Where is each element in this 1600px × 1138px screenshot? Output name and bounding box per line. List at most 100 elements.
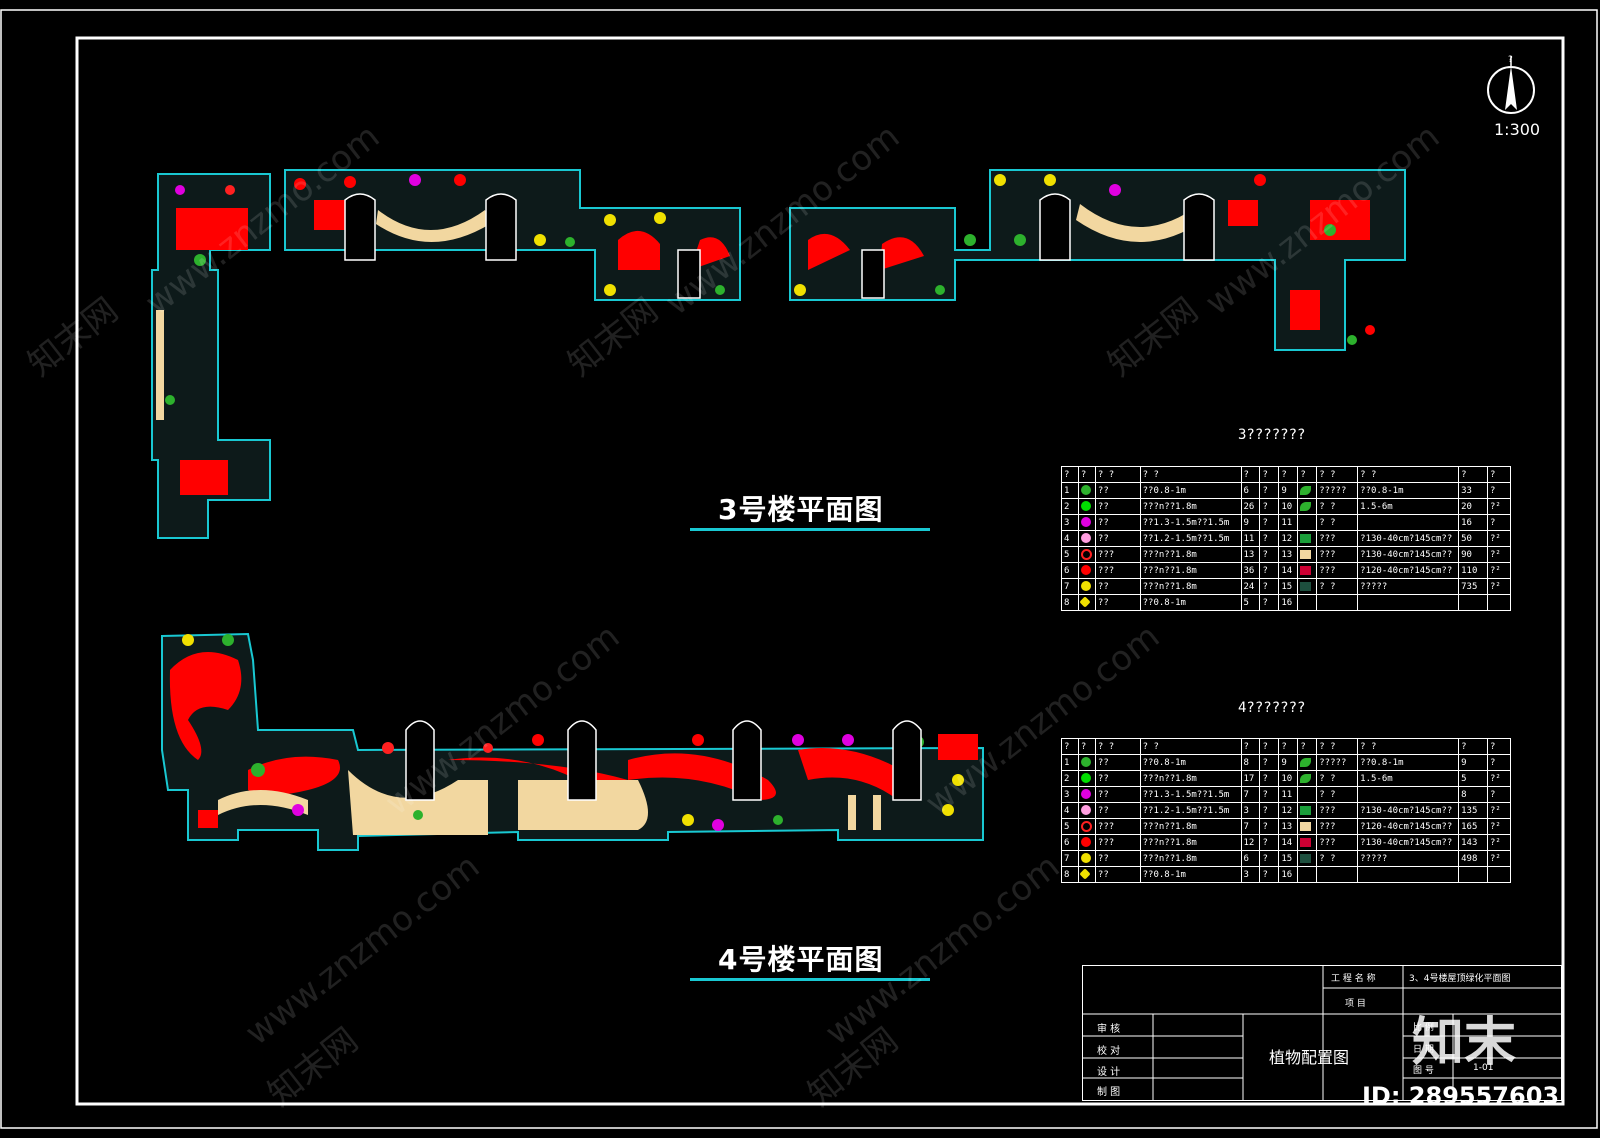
table-cell: ?: [1259, 530, 1280, 547]
table-cell: 9: [1278, 754, 1299, 771]
table-cell: [1487, 866, 1511, 883]
table-cell: 12: [1278, 802, 1299, 819]
table-cell: 143: [1458, 834, 1489, 851]
project-name-value: 3、4号楼屋顶绿化平面图: [1409, 974, 1511, 984]
table-cell: 6: [1240, 850, 1261, 867]
table-cell: ???: [1094, 818, 1141, 835]
table-cell: 9: [1278, 482, 1299, 499]
table-cell: 1.5-6m: [1357, 770, 1460, 787]
table-cell: [1077, 498, 1096, 515]
leaf-symbol-icon: [1300, 757, 1312, 767]
review-label: 审 核: [1097, 1024, 1121, 1035]
table-cell: [1077, 546, 1096, 563]
table-cell: [1297, 786, 1318, 803]
table-cell: ???: [1316, 530, 1359, 547]
table-cell: ?: [1259, 498, 1280, 515]
table-cell: 7: [1061, 850, 1079, 867]
table-cell: 24: [1240, 578, 1261, 595]
table-cell: ???n??1.8m: [1139, 850, 1242, 867]
table-cell: [1316, 594, 1359, 611]
table-cell: ?: [1458, 466, 1489, 483]
table-cell: ??: [1094, 754, 1141, 771]
table-cell: ?: [1487, 466, 1511, 483]
table-header-row: ??? ?? ?????? ?? ???: [1061, 466, 1511, 483]
table-cell: [1316, 866, 1359, 883]
table-cell: ?120-40cm?145cm??: [1357, 562, 1460, 579]
table-cell: ??0.8-1m: [1139, 482, 1242, 499]
table-cell: ?: [1259, 834, 1280, 851]
table-cell: ?130-40cm?145cm??: [1357, 530, 1460, 547]
table-cell: [1297, 498, 1318, 515]
table-cell: ???: [1316, 546, 1359, 563]
table-cell: ? ?: [1139, 466, 1242, 483]
table-cell: ?????: [1316, 482, 1359, 499]
circle-symbol-icon: [1080, 757, 1091, 768]
square-symbol-icon: [1300, 837, 1312, 847]
table-cell: 2: [1061, 770, 1079, 787]
table-cell: ? ?: [1316, 578, 1359, 595]
table-cell: [1297, 754, 1318, 771]
table3-caption: 3???????: [1238, 427, 1306, 443]
table-cell: [1077, 802, 1096, 819]
table-cell: ? ?: [1316, 738, 1359, 755]
table-cell: 50: [1458, 530, 1489, 547]
table-cell: ??0.8-1m: [1139, 866, 1242, 883]
table-cell: ???: [1316, 818, 1359, 835]
table-cell: 6: [1061, 834, 1079, 851]
square-symbol-icon: [1300, 565, 1312, 575]
table-cell: 6: [1240, 482, 1261, 499]
table-cell: ?120-40cm?145cm??: [1357, 818, 1460, 835]
table-cell: ?????: [1357, 850, 1460, 867]
table-cell: ?: [1278, 466, 1299, 483]
table-cell: 8: [1061, 866, 1079, 883]
table-cell: ??1.2-1.5m??1.5m: [1139, 530, 1242, 547]
table-cell: ???n??1.8m: [1139, 546, 1242, 563]
circle-symbol-icon: [1080, 789, 1091, 800]
table-cell: 13: [1278, 818, 1299, 835]
table-cell: ??: [1094, 786, 1141, 803]
table-cell: ?: [1487, 514, 1511, 531]
table-cell: 5: [1240, 594, 1261, 611]
table-cell: [1297, 530, 1318, 547]
table-cell: 10: [1278, 770, 1299, 787]
table-cell: ? ?: [1316, 498, 1359, 515]
table-cell: 1: [1061, 482, 1079, 499]
table-cell: ?: [1240, 738, 1261, 755]
plan4-title-underline: [690, 978, 930, 981]
table-cell: [1297, 802, 1318, 819]
table-cell: 135: [1458, 802, 1489, 819]
table-cell: [1297, 546, 1318, 563]
table-cell: ?: [1259, 738, 1280, 755]
table-cell: ?: [1487, 754, 1511, 771]
table-cell: 11: [1240, 530, 1261, 547]
table-cell: ??: [1094, 802, 1141, 819]
table-cell: ?: [1077, 738, 1096, 755]
table-cell: 13: [1278, 546, 1299, 563]
table-cell: ?: [1487, 482, 1511, 499]
plan-building-4: [161, 632, 984, 851]
table-cell: 13: [1240, 546, 1261, 563]
table-cell: [1077, 562, 1096, 579]
table4-caption: 4???????: [1238, 700, 1306, 716]
table-cell: 16: [1278, 594, 1299, 611]
table-cell: 15: [1278, 850, 1299, 867]
table-cell: 26: [1240, 498, 1261, 515]
table-cell: 14: [1278, 834, 1299, 851]
table-cell: [1077, 482, 1096, 499]
table-cell: [1297, 482, 1318, 499]
table-cell: [1357, 514, 1460, 531]
circle-symbol-icon: [1080, 501, 1091, 512]
table-cell: ? ?: [1316, 466, 1359, 483]
table-cell: 6: [1061, 562, 1079, 579]
table-cell: ?????: [1357, 578, 1460, 595]
square-symbol-icon: [1300, 533, 1312, 543]
image-id: ID: 289557603: [1362, 1082, 1560, 1110]
table-cell: ???: [1316, 834, 1359, 851]
plan3-title: 3号楼平面图: [718, 493, 884, 526]
